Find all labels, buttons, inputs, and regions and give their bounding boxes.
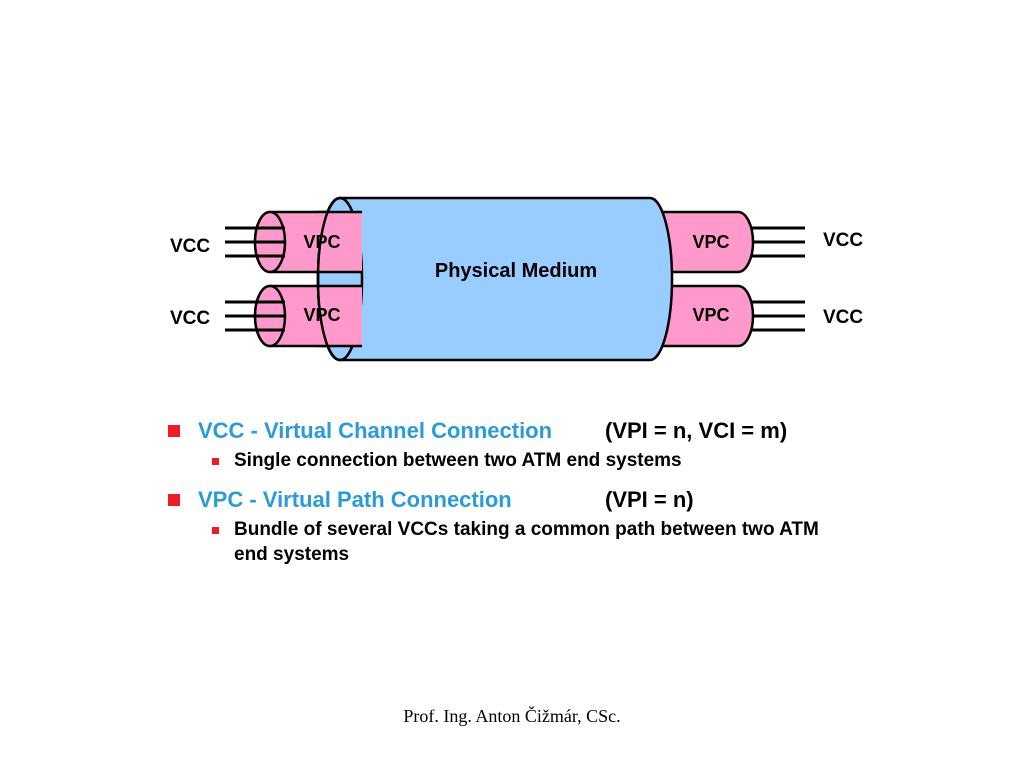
bullet-vcc-title: VCC - Virtual Channel Connection — [198, 418, 553, 443]
vcc-label-left-bottom: VCC — [170, 308, 210, 329]
vpc-tube-right-top — [648, 210, 755, 274]
vcc-label-right-top: VCC — [823, 230, 863, 251]
physical-medium-label: Physical Medium — [435, 260, 597, 282]
subbullet-square — [212, 458, 219, 465]
footer-author: Prof. Ing. Anton Čižmár, CSc. — [403, 706, 621, 726]
vpc-label-left-bottom: VPC — [303, 305, 340, 325]
subbullet-square — [212, 527, 219, 534]
vcc-label-left-top: VCC — [170, 236, 210, 257]
bullet-square — [168, 425, 180, 437]
bullet-vpc: VPC - Virtual Path Connection (VPI = n) — [168, 485, 868, 517]
bullet-vcc-params: (VPI = n, VCI = m) — [605, 418, 788, 443]
vpc-label-right-top: VPC — [692, 232, 729, 252]
subbullet-vcc: Single connection between two ATM end sy… — [168, 448, 868, 473]
subbullet-vcc-text: Single connection between two ATM end sy… — [234, 450, 682, 471]
subbullet-vpc: Bundle of several VCCs taking a common p… — [168, 517, 868, 567]
bullet-vpc-title: VPC - Virtual Path Connection — [198, 487, 512, 512]
vcc-label-right-bottom: VCC — [823, 307, 863, 328]
vpc-label-right-bottom: VPC — [692, 305, 729, 325]
bullet-vpc-params: (VPI = n) — [605, 487, 694, 512]
subbullet-vpc-text: Bundle of several VCCs taking a common p… — [234, 519, 819, 565]
vcc-wires-right — [748, 226, 805, 332]
vpc-vcc-diagram: Physical Medium VPC VPC VPC VPC VCC VCC … — [170, 196, 863, 362]
bullet-square — [168, 494, 180, 506]
bullet-vcc: VCC - Virtual Channel Connection (VPI = … — [168, 416, 868, 448]
vpc-label-left-top: VPC — [303, 232, 340, 252]
bullet-list: VCC - Virtual Channel Connection (VPI = … — [168, 416, 868, 567]
vpc-tube-right-bottom — [648, 284, 755, 348]
